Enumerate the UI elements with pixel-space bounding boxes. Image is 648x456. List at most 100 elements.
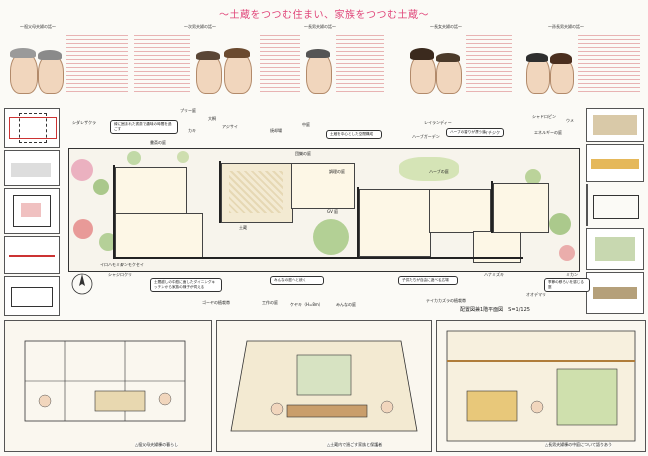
- eldest-son-text-right: [336, 32, 384, 94]
- plant-label: キンモクセイ: [120, 262, 144, 267]
- tree: [559, 245, 575, 261]
- herb-garden: [399, 157, 459, 181]
- plant-label: アジサイ: [222, 124, 238, 129]
- room-label: ハーブの庭: [429, 169, 449, 174]
- grandson-hair: [526, 53, 548, 62]
- wall: [357, 187, 359, 257]
- grandson-portrait: [526, 56, 550, 94]
- room-label: 団欒の庭: [295, 151, 311, 156]
- family-eldest-son: 〜長男夫婦の話〜: [260, 24, 386, 98]
- note-box: 季節の移ろいを感じる庭: [544, 278, 590, 292]
- storehouse-floor-hatch: [229, 171, 283, 213]
- note-box: 子供たちが自由に遊べる広場: [398, 276, 458, 285]
- family-label: 〜祖父母夫婦の話〜: [20, 24, 56, 29]
- family-stories-row: 〜祖父母夫婦の話〜 〜次男夫婦の話〜 〜長男夫婦の話〜 〜長女夫婦の話〜: [6, 24, 642, 98]
- grandmother-hair: [38, 50, 62, 60]
- plant-label: オオデマリ: [526, 292, 546, 297]
- plant-label: シャジロクリ: [108, 272, 132, 277]
- eldest-son-portrait: [306, 52, 332, 94]
- perspective-caption: △土蔵内で過ごす家族と保護者: [327, 442, 383, 448]
- plant-label: 大桐: [208, 116, 216, 121]
- second-son-wing: [115, 213, 203, 259]
- plant-label: 焼却場: [270, 128, 282, 133]
- family-label: 〜長男夫婦の話〜: [304, 24, 336, 29]
- section-diagram-r4: [586, 228, 644, 270]
- grandparents-wing: [115, 167, 187, 215]
- plan-caption: 配置図兼1階平面図 S=1/125: [460, 307, 530, 313]
- tree: [127, 151, 141, 165]
- right-diagram-column: [586, 108, 644, 316]
- wall: [491, 181, 493, 233]
- family-label: 〜孫長男夫婦の話〜: [548, 24, 584, 29]
- plant-label: シャドロピン: [532, 114, 556, 119]
- eldest-daughter-wing: [429, 189, 491, 233]
- room-label: GV 庭: [327, 209, 339, 214]
- second-son-text: [134, 32, 190, 94]
- note-box: みんなの庭へと続く: [270, 276, 324, 285]
- wall: [113, 257, 523, 259]
- grandfather-portrait: [10, 52, 38, 94]
- perspective-1: △祖父母夫婦棟の暮らし: [4, 320, 212, 452]
- second-son-hair: [196, 51, 220, 60]
- note-box: 緑に囲まれた書斎で趣味の時間を過ごす: [110, 120, 178, 134]
- note-box: ハーブの香りが漂う道: [446, 128, 504, 137]
- grandson-wife-hair: [550, 53, 572, 64]
- board-title: 〜土蔵をつつむ住まい、家族をつつむ土蔵〜: [219, 10, 429, 21]
- perspective-3: △長男夫婦棟の中庭について語りあう: [436, 320, 646, 452]
- tree: [99, 233, 117, 251]
- family-grandparents: 〜祖父母夫婦の話〜: [6, 24, 130, 98]
- note-box: 土間越しの中庭に面したダイニングキッチンから家族の様子が伺える: [150, 278, 222, 292]
- second-son-wife-hair: [224, 48, 250, 58]
- grandson-wife-portrait: [550, 58, 574, 94]
- tree: [73, 219, 93, 239]
- perspective-2: △土蔵内で過ごす家族と保護者: [216, 320, 432, 452]
- eldest-daughter-portrait: [410, 54, 436, 94]
- plant-label: イロハモミジ: [100, 262, 124, 267]
- plant-label: みんなの庭: [336, 302, 356, 307]
- eldest-son-text-left: [260, 32, 300, 94]
- eldest-son-hair: [306, 49, 330, 58]
- perspective-1-sketch: [24, 340, 186, 422]
- grandson-wing: [493, 183, 549, 233]
- perspective-3-sketch: [446, 330, 636, 442]
- north-arrow-icon: [71, 273, 93, 295]
- section-diagram-4: [4, 236, 60, 274]
- perspective-caption: △長男夫婦棟の中庭について語りあう: [545, 442, 612, 448]
- plant-label: 工作の庭: [262, 300, 278, 305]
- plant-label: レイランディー: [424, 120, 452, 125]
- plant-label: カキ: [188, 128, 196, 133]
- eldest-daughter-text: [466, 32, 512, 94]
- site-floor-plan: 土蔵 GV 庭 団欒の庭 ハーブの庭 調理の庭: [68, 148, 580, 272]
- family-label: 〜長女夫婦の話〜: [430, 24, 462, 29]
- tree: [177, 151, 189, 163]
- section-diagram-5: [4, 276, 60, 316]
- plant-label: シダレザクラ: [72, 120, 96, 125]
- tree: [549, 213, 571, 235]
- family-second-son: 〜次男夫婦の話〜: [134, 24, 256, 98]
- section-diagram-1: [4, 108, 60, 148]
- family-grandson: 〜孫長男夫婦の話〜: [518, 24, 642, 98]
- plant-label: イチジク: [484, 130, 500, 135]
- second-son-portrait: [196, 54, 222, 94]
- grandson-text: [578, 32, 640, 94]
- perspective-caption: △祖父母夫婦棟の暮らし: [135, 442, 179, 448]
- grandparents-text: [66, 32, 128, 94]
- family-eldest-daughter: 〜長女夫婦の話〜: [390, 24, 514, 98]
- family-label: 〜次男夫婦の話〜: [184, 24, 216, 29]
- note-box: 土蔵を中心とした空間構成: [326, 130, 382, 139]
- section-diagram-r2: [586, 144, 644, 182]
- tree: [525, 169, 541, 185]
- section-diagram-r5: [586, 272, 644, 314]
- left-diagram-column: [4, 108, 60, 316]
- perspective-2-sketch: [230, 340, 418, 432]
- wall: [219, 161, 221, 223]
- section-diagram-r3: [586, 184, 639, 226]
- section-diagram-r1: [586, 108, 644, 142]
- room-label: 土蔵: [239, 225, 247, 230]
- section-diagram-3: [4, 188, 60, 234]
- eldest-son-wing: [291, 163, 355, 209]
- plant-label: ハーブガーデン: [412, 134, 440, 139]
- plant-label: エネルギーの庭: [534, 130, 562, 135]
- eldest-daughter-hair: [410, 48, 434, 60]
